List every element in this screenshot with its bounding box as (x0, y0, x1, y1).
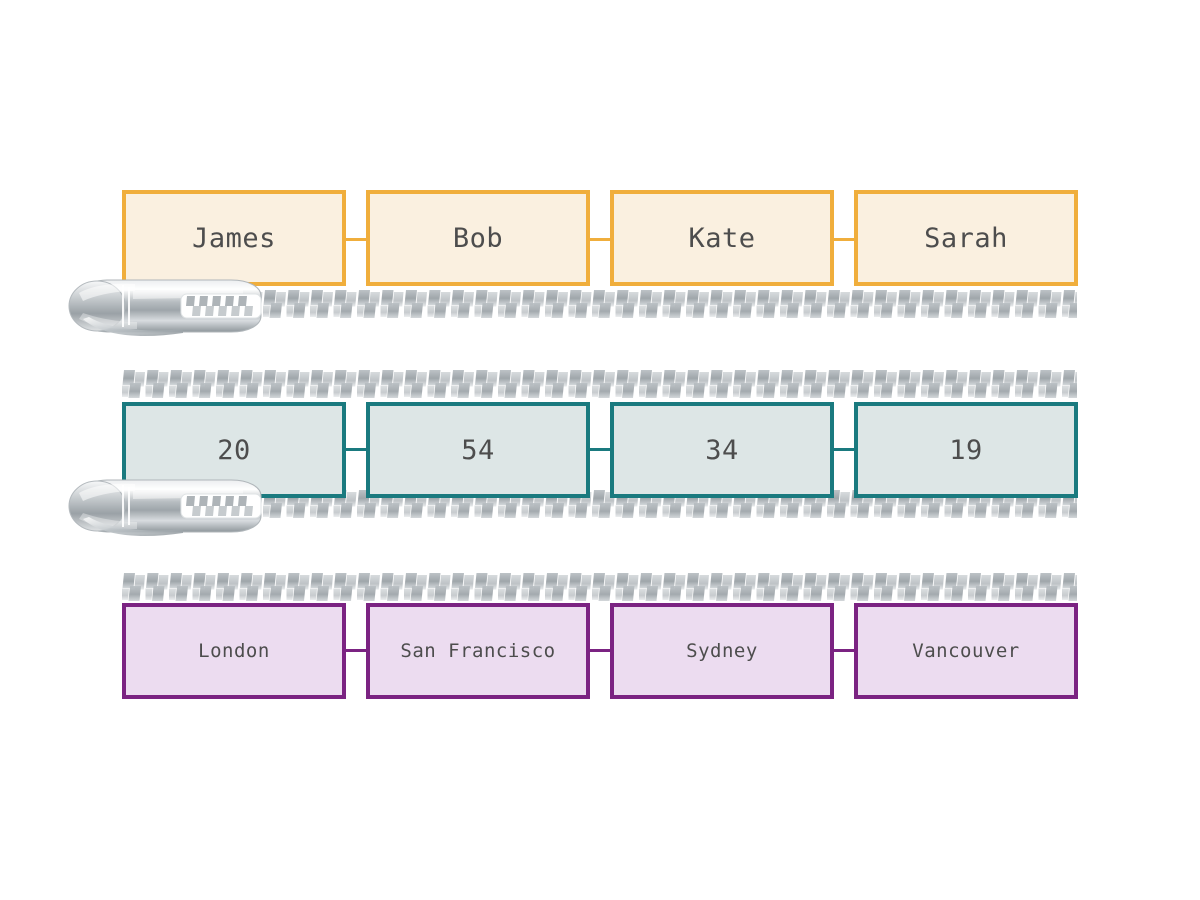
numbers-row: 20 54 34 19 (0, 362, 1200, 542)
connector-names-1 (346, 238, 366, 241)
cell-numbers-2[interactable]: 34 (610, 402, 834, 498)
connector-numbers-3 (834, 448, 854, 451)
zipper-tape-numbers-top (122, 370, 1077, 400)
cell-cities-2[interactable]: Sydney (610, 603, 834, 699)
cell-cities-3[interactable]: Vancouver (854, 603, 1078, 699)
cell-names-2[interactable]: Kate (610, 190, 834, 286)
cell-cities-0[interactable]: London (122, 603, 346, 699)
cell-cities-1[interactable]: San Francisco (366, 603, 590, 699)
cell-names-3[interactable]: Sarah (854, 190, 1078, 286)
zipper-slider-icon (68, 279, 262, 337)
zipper-teeth-icon (122, 370, 1077, 400)
cell-names-0[interactable]: James (122, 190, 346, 286)
cell-names-1[interactable]: Bob (366, 190, 590, 286)
connector-numbers-1 (346, 448, 366, 451)
zipper-teeth-icon (122, 290, 1077, 320)
zipper-teeth-icon (122, 573, 1077, 603)
zipper-slider-icon (68, 479, 262, 537)
zipper-slider-numbers[interactable] (63, 475, 278, 537)
connector-names-2 (590, 238, 610, 241)
cities-row: London San Francisco Sydney Vancouver (0, 570, 1200, 710)
zipper-slider-names[interactable] (63, 275, 278, 337)
connector-cities-2 (590, 649, 610, 652)
cell-numbers-3[interactable]: 19 (854, 402, 1078, 498)
zipper-tape-names-bottom (122, 290, 1077, 320)
connector-numbers-2 (590, 448, 610, 451)
connector-names-3 (834, 238, 854, 241)
zipper-tape-cities-top (122, 573, 1077, 603)
connector-cities-1 (346, 649, 366, 652)
cell-numbers-1[interactable]: 54 (366, 402, 590, 498)
connector-cities-3 (834, 649, 854, 652)
names-row: James Bob Kate Sarah (0, 190, 1200, 337)
